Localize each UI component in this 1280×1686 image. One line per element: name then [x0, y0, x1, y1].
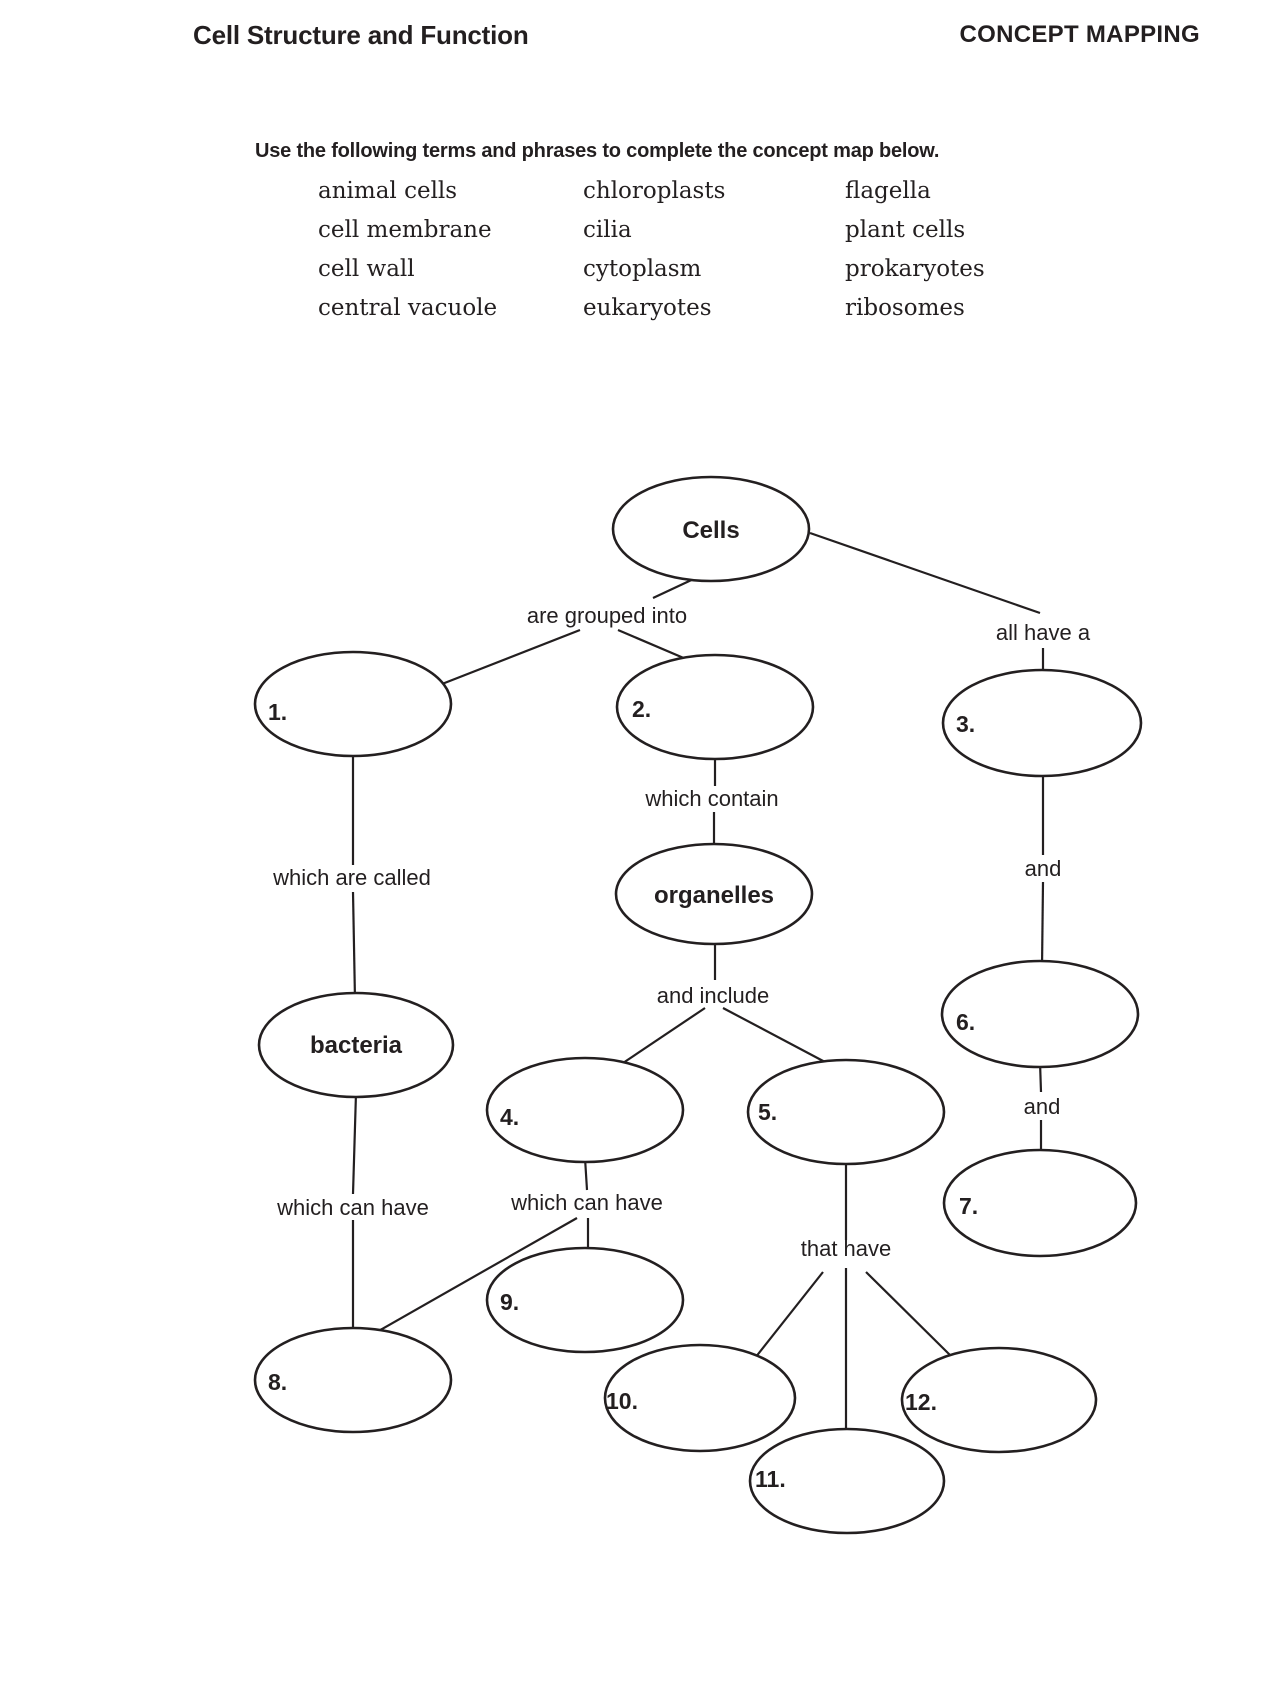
blank-node-11 [748, 1427, 946, 1535]
blank-node-4 [485, 1056, 685, 1164]
edge-label-which-can-have-mid: which can have [510, 1190, 663, 1215]
connector-line [351, 1092, 358, 1195]
blank-node-8 [253, 1326, 453, 1434]
node-number-10: 10. [606, 1388, 638, 1414]
edge-label-are-grouped-into: are grouped into [527, 603, 687, 628]
node-ellipse-cells [611, 475, 811, 583]
node-number-5: 5. [758, 1099, 777, 1125]
word-bank-term: eukaryotes [583, 295, 712, 321]
section-title: CONCEPT MAPPING [959, 21, 1200, 48]
connector-line [617, 628, 687, 661]
blank-node-6 [940, 959, 1140, 1069]
word-bank-column-1: animal cells cell membrane cell wall cen… [318, 172, 583, 328]
blank-node-9 [485, 1246, 685, 1354]
edge-label-that-have: that have [801, 1236, 892, 1261]
word-bank-term: ribosomes [845, 295, 965, 321]
node-number-6: 6. [956, 1009, 975, 1035]
word-bank-column-3: flagella plant cells prokaryotes ribosom… [845, 172, 1065, 328]
node-label-bacteria: bacteria [310, 1032, 403, 1059]
node-label-organelles: organelles [654, 882, 774, 909]
word-bank-term: cell membrane [318, 217, 492, 243]
connector-line [754, 1271, 824, 1359]
instructions-text: Use the following terms and phrases to c… [255, 140, 940, 162]
blank-node-1 [253, 650, 453, 758]
edge-label-all-have-a: all have a [996, 620, 1091, 645]
node-ellipse-organelles [614, 842, 814, 946]
node-number-4: 4. [500, 1104, 519, 1130]
blank-node-7 [942, 1148, 1138, 1258]
connector-line [1040, 881, 1045, 969]
blank-node-10 [603, 1343, 797, 1453]
edge-labels: are grouped into all have a which contai… [272, 603, 1091, 1261]
blank-node-5 [746, 1058, 946, 1166]
edge-label-and-1: and [1025, 856, 1062, 881]
connector-line [722, 1007, 826, 1063]
node-number-7: 7. [959, 1193, 978, 1219]
word-bank-term: prokaryotes [845, 256, 985, 282]
blank-node-12 [900, 1346, 1098, 1454]
word-bank-term: flagella [845, 178, 931, 204]
word-bank-term: animal cells [318, 178, 458, 204]
edge-label-and-2: and [1024, 1094, 1061, 1119]
page-title: Cell Structure and Function [193, 20, 529, 50]
concept-nodes [253, 475, 1143, 1535]
node-number-9: 9. [500, 1289, 519, 1315]
node-number-11: 11. [755, 1466, 786, 1492]
word-bank-term: chloroplasts [583, 178, 726, 204]
node-number-8: 8. [268, 1369, 287, 1395]
node-number-3: 3. [956, 711, 975, 737]
word-bank-term: cytoplasm [583, 256, 702, 282]
connector-line [351, 891, 357, 1001]
edge-label-which-are-called: which are called [272, 865, 431, 890]
word-bank-column-2: chloroplasts cilia cytoplasm eukaryotes [583, 172, 845, 328]
node-labels: Cells organelles bacteria [310, 517, 774, 1059]
node-label-cells: Cells [682, 517, 739, 544]
connector-line [441, 628, 581, 686]
connector-line [809, 531, 1041, 615]
connector-line [619, 1007, 706, 1066]
edge-label-which-contain: which contain [644, 786, 778, 811]
node-number-2: 2. [632, 696, 651, 722]
word-bank-term: cell wall [318, 256, 415, 282]
blank-node-2 [615, 653, 815, 761]
edge-label-which-can-have-left: which can have [276, 1195, 429, 1220]
node-number-1: 1. [268, 699, 287, 725]
word-bank-term: central vacuole [318, 295, 498, 321]
connector-line [865, 1271, 953, 1358]
word-bank-term: plant cells [845, 217, 966, 243]
word-bank: animal cells cell membrane cell wall cen… [318, 172, 1065, 328]
blank-node-3 [941, 668, 1143, 778]
edge-label-and-include: and include [657, 983, 770, 1008]
connector-line [583, 1157, 589, 1191]
node-ellipse-bacteria [257, 991, 455, 1099]
connector-line [374, 1217, 578, 1334]
word-bank-term: cilia [583, 217, 632, 243]
node-numbers: 1. 2. 3. 4. 5. 6. 7. 8. 9. 10. 11. 12. [268, 696, 978, 1492]
node-number-12: 12. [905, 1389, 937, 1415]
